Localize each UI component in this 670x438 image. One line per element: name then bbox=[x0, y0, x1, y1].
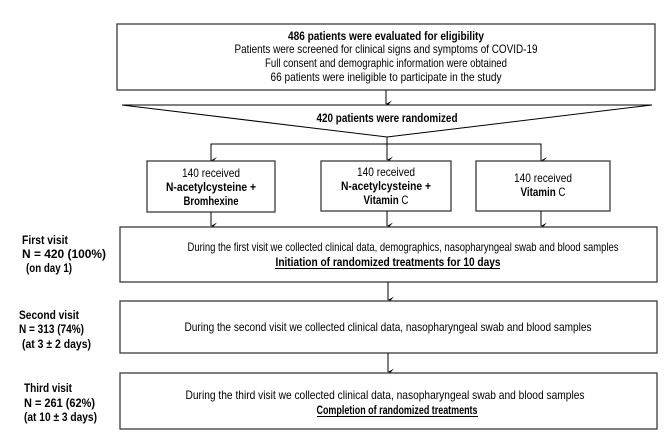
screening-line: 66 patients were ineligible to participa… bbox=[271, 70, 502, 84]
visit-box-first: During the first visit we collected clin… bbox=[119, 226, 658, 283]
visit-timing: (at 10 ± 3 days) bbox=[24, 410, 97, 424]
visit-name: Second visit bbox=[19, 308, 79, 322]
arm-count: 140 received bbox=[357, 165, 415, 179]
arm-box-vitamin-c: 140 received Vitamin C bbox=[475, 160, 611, 212]
visit-description: During the second visit we collected cli… bbox=[185, 320, 592, 334]
visit-timing: (at 3 ± 2 days) bbox=[22, 337, 91, 351]
randomization-funnel: 420 patients were randomized bbox=[121, 104, 653, 138]
screening-line: Patients were screened for clinical sign… bbox=[235, 42, 538, 56]
arm-drug: Bromhexine bbox=[184, 194, 239, 208]
arm-box-nac-bromhexine: 140 received N-acetylcysteine + Bromhexi… bbox=[146, 160, 276, 213]
visit-label-first: First visit N = 420 (100%) (on day 1) bbox=[22, 233, 106, 275]
visit-n: N = 420 (100%) bbox=[22, 247, 106, 261]
visit-n: N = 261 (62%) bbox=[24, 396, 95, 410]
screening-title: 486 patients were evaluated for eligibil… bbox=[288, 29, 484, 43]
visit-timing: (on day 1) bbox=[26, 261, 72, 275]
arm-count: 140 received bbox=[514, 171, 572, 185]
arm-box-nac-vitamin-c: 140 received N-acetylcysteine + Vitamin … bbox=[320, 160, 452, 212]
visit-name: First visit bbox=[22, 233, 68, 247]
visit-n: N = 313 (74%) bbox=[19, 322, 84, 336]
arm-drug: N-acetylcysteine + bbox=[341, 179, 431, 193]
visit-box-third: During the third visit we collected clin… bbox=[119, 372, 658, 430]
arm-drug: Vitamin C bbox=[521, 185, 566, 199]
screening-line: Full consent and demographic information… bbox=[265, 56, 507, 70]
visit-name: Third visit bbox=[24, 381, 72, 395]
visit-description: During the third visit we collected clin… bbox=[186, 388, 585, 402]
visit-note: Initiation of randomized treatments for … bbox=[276, 255, 501, 269]
screening-box: 486 patients were evaluated for eligibil… bbox=[116, 23, 656, 91]
randomization-label: 420 patients were randomized bbox=[317, 111, 458, 125]
arm-count: 140 received bbox=[182, 166, 240, 180]
visit-box-second: During the second visit we collected cli… bbox=[119, 300, 658, 354]
visit-description: During the first visit we collected clin… bbox=[188, 240, 619, 254]
visit-label-second: Second visit N = 313 (74%) (at 3 ± 2 day… bbox=[19, 308, 91, 351]
visit-note: Completion of randomized treatments bbox=[317, 403, 478, 417]
visit-label-third: Third visit N = 261 (62%) (at 10 ± 3 day… bbox=[24, 381, 97, 424]
branch-connector bbox=[210, 143, 542, 160]
arm-drug: Vitamin C bbox=[364, 193, 409, 207]
arm-drug: N-acetylcysteine + bbox=[166, 180, 256, 194]
